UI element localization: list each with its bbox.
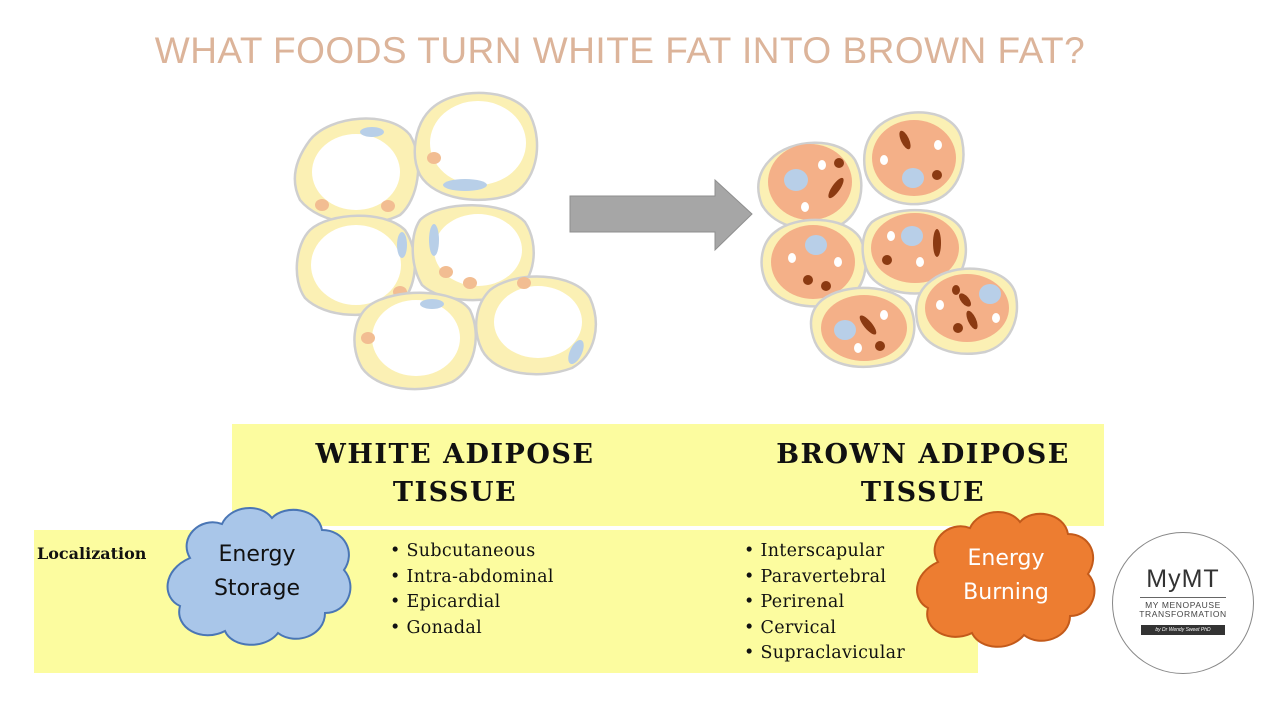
brown-cell [863,111,965,206]
logo-subtitle: MY MENOPAUSE TRANSFORMATION [1139,600,1227,619]
white-cell [413,91,539,201]
logo-tagline: by Dr Wendy Sweet PhD [1141,625,1225,635]
list-item: Cervical [744,616,905,642]
white-cell [353,291,478,391]
list-item: Gonadal [390,616,554,642]
white-cell [411,204,535,302]
fat-cells-illustration [293,91,1019,391]
transformation-arrow-icon [569,178,753,252]
list-item: Epicardial [390,590,554,616]
energy-storage-label: Energy Storage [213,542,301,601]
mymt-logo: MyMT MY MENOPAUSE TRANSFORMATION by Dr W… [1112,532,1254,674]
list-item: Supraclavicular [744,641,905,667]
list-item: Intra-abdominal [390,565,554,591]
white-localization-list: Subcutaneous Intra-abdominal Epicardial … [390,539,554,641]
white-cell [475,275,598,376]
brown-cell [757,141,863,231]
logo-main-text: MyMT [1146,565,1220,593]
brown-cell [809,286,916,369]
white-cell [293,117,420,225]
page-title: WHAT FOODS TURN WHITE FAT INTO BROWN FAT… [154,30,1086,71]
brown-cell [861,208,968,295]
brown-adipose-header: BROWN ADIPOSE TISSUE [776,439,1070,508]
brown-fat-cells [757,111,1019,369]
brown-localization-list: Interscapular Paravertebral Perirenal Ce… [744,539,905,667]
list-item: Subcutaneous [390,539,554,565]
table-header-band [232,424,1104,526]
energy-burning-label: Energy Burning [963,546,1049,605]
brown-cell [760,218,868,308]
energy-storage-cloud [166,506,352,646]
white-fat-cells [293,91,598,391]
list-item: Perirenal [744,590,905,616]
localization-label: Localization [37,544,147,563]
list-item: Paravertebral [744,565,905,591]
energy-burning-cloud [916,510,1096,648]
white-adipose-header: WHITE ADIPOSE TISSUE [315,439,595,508]
brown-cell [914,267,1019,355]
logo-divider [1140,597,1226,598]
white-cell [295,214,417,317]
list-item: Interscapular [744,539,905,565]
